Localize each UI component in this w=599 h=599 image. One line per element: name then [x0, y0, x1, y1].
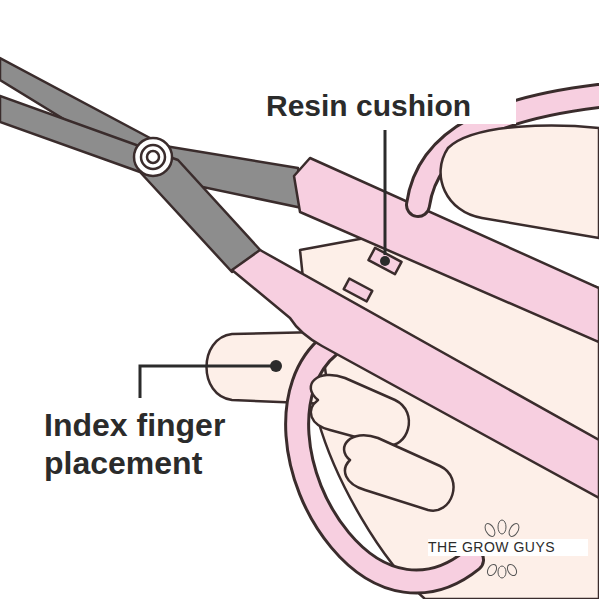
resin-cushion	[344, 279, 373, 302]
pivot-ring	[141, 145, 165, 169]
watermark: THE GROW GUYS	[428, 539, 588, 556]
lower-blade	[0, 96, 262, 272]
callout-label: Index finger placement	[44, 406, 294, 483]
leader-line	[384, 130, 387, 255]
leader-line	[140, 366, 272, 398]
pivot-screw	[134, 138, 172, 176]
thumb	[441, 126, 599, 238]
part-label: Resin cushion	[266, 88, 516, 124]
leader-dot	[380, 256, 390, 266]
pivot-center	[147, 151, 159, 163]
ring-finger	[344, 435, 453, 510]
leader-dot	[270, 360, 282, 372]
